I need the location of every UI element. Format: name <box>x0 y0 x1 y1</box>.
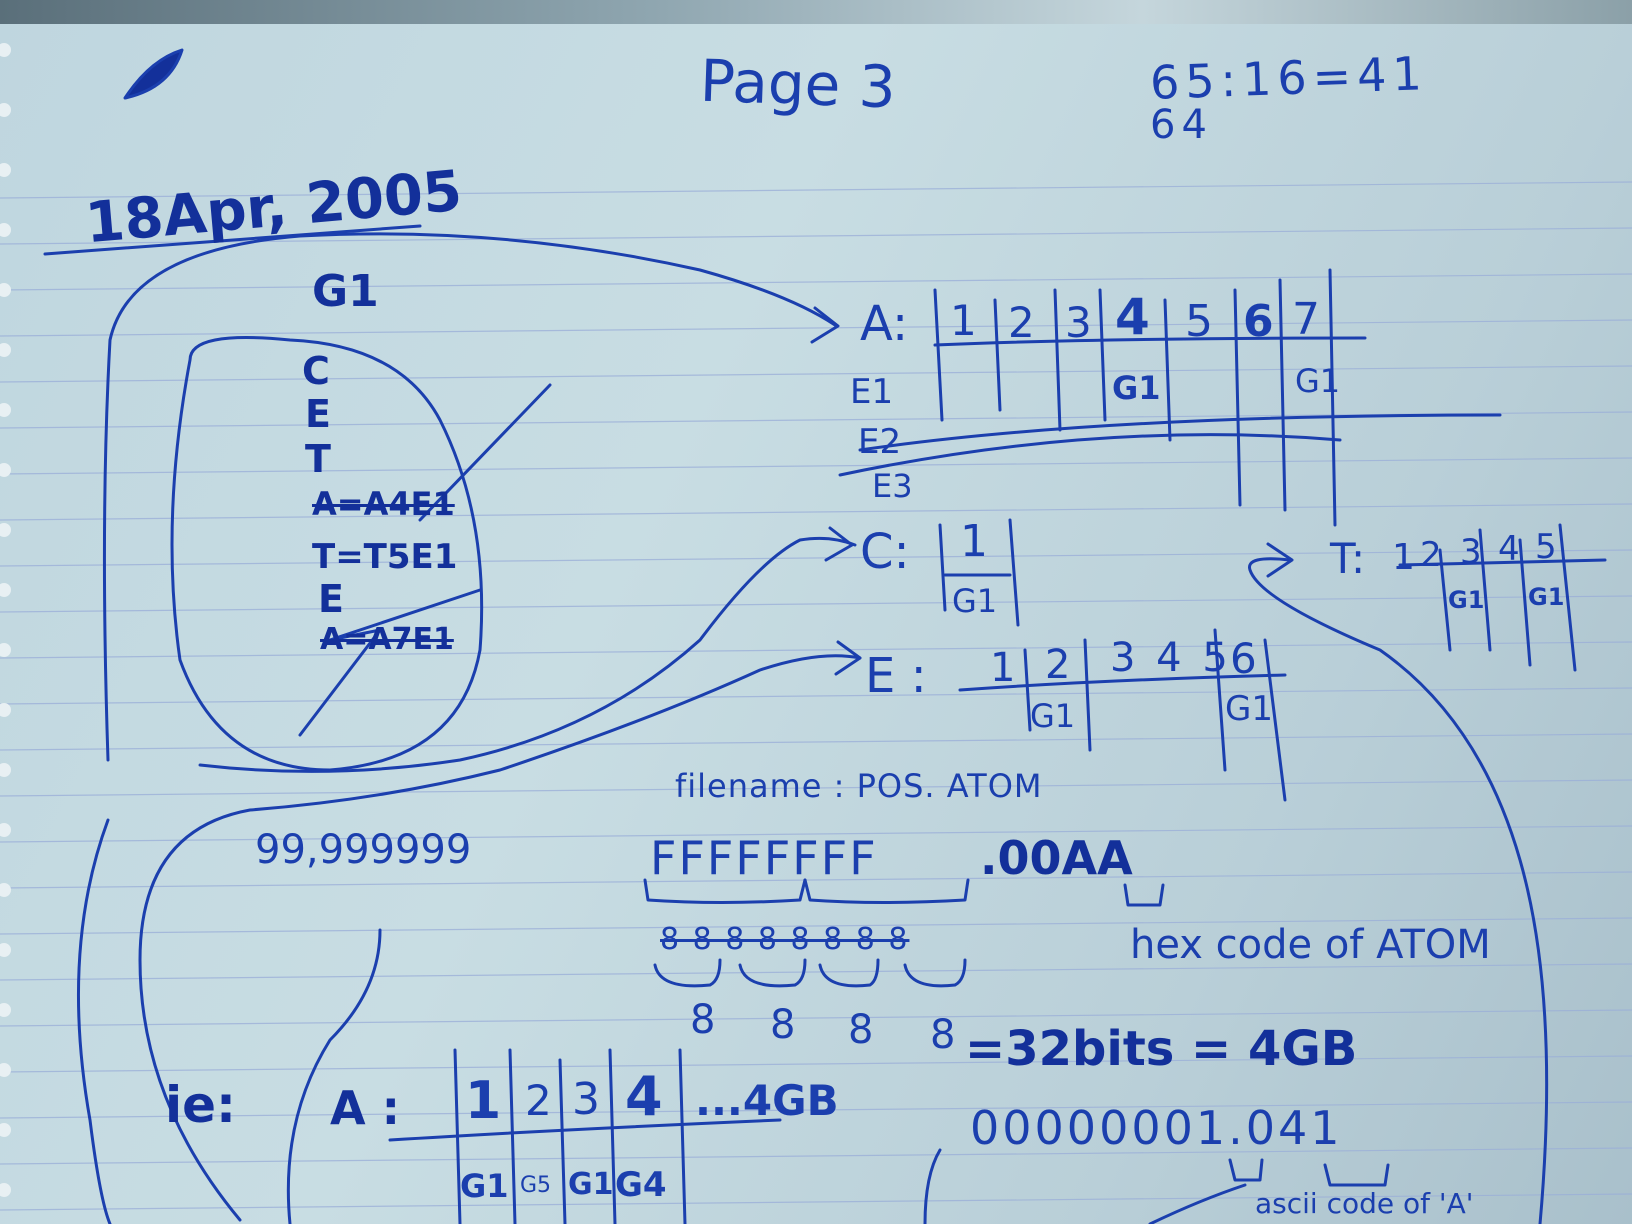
index-c-pos-1: 1 <box>960 516 988 567</box>
index-t-pos-3: 3 <box>1460 532 1482 572</box>
group-letter-1: C <box>302 349 330 393</box>
index-a-mark-2: G1 <box>1295 362 1341 400</box>
filename-bits-3: 8 <box>848 1007 874 1053</box>
index-a-row-e2: E2 <box>858 422 902 462</box>
index-a-mark-1: G1 <box>1112 369 1161 407</box>
group-letter-7: A=A7E1 <box>320 622 454 657</box>
index-a-pos-1: 1 <box>950 296 977 345</box>
index-c-mark: G1 <box>952 582 998 620</box>
index-a-pos-2: 2 <box>1008 298 1035 347</box>
index-a-pos-6: 6 <box>1243 296 1274 347</box>
index-e-mark-1: G1 <box>1030 697 1076 735</box>
example-mark-4: G4 <box>615 1165 667 1205</box>
example-pos-more: ...4GB <box>695 1076 839 1125</box>
filename-note: hex code of ATOM <box>1130 922 1491 968</box>
filename-bits-2: 8 <box>770 1002 796 1048</box>
example-label: A : <box>330 1081 401 1135</box>
group-letter-2: E <box>305 392 331 436</box>
index-c-label: C: <box>860 524 910 580</box>
example-pos-4: 4 <box>625 1065 663 1128</box>
group-letter-4: A=A4E1 <box>312 485 455 523</box>
group-name: G1 <box>312 266 379 317</box>
index-a-pos-7: 7 <box>1292 294 1320 345</box>
index-a-pos-5: 5 <box>1185 296 1213 347</box>
index-e-pos-1: 1 <box>990 645 1016 691</box>
calc-line-1: 65:16=41 <box>1149 46 1429 110</box>
group-letter-5: T=T5E1 <box>312 537 458 577</box>
index-a-row-e1: E1 <box>850 372 894 412</box>
index-a-label: A: <box>860 296 909 352</box>
group-letter-6: E <box>318 577 344 621</box>
example-mark-1: G1 <box>460 1167 509 1205</box>
filename-bits-struck: 8 8 8 8 8 8 8 8 <box>660 922 910 957</box>
index-a-pos-4: 4 <box>1115 288 1150 346</box>
index-t-pos-5: 5 <box>1535 527 1557 567</box>
index-e-mark-2: G1 <box>1225 689 1273 729</box>
binding-holes <box>0 43 11 1197</box>
index-e-label: E : <box>865 648 927 704</box>
background-strip <box>0 0 1632 24</box>
example-pos-1: 1 <box>465 1071 502 1131</box>
index-a-row-e3: E3 <box>872 467 913 505</box>
calc-line-2: 64 <box>1150 102 1213 148</box>
example-binary: 00000001.041 <box>970 1101 1343 1155</box>
filename-hex-atom: .00AA <box>980 831 1133 885</box>
page-label: Page 3 <box>698 46 897 122</box>
group-letter-3: T <box>305 437 331 481</box>
example-mark-3: G1 <box>568 1167 614 1202</box>
index-t-mark-2: G1 <box>1528 583 1565 611</box>
index-e-pos-2: 2 <box>1045 642 1071 688</box>
filename-bits-1: 8 <box>690 997 716 1043</box>
example-pos-2: 2 <box>525 1076 552 1125</box>
index-a-pos-3: 3 <box>1065 298 1092 347</box>
index-t-label: T: <box>1330 534 1366 583</box>
index-e-pos-6: 6 <box>1230 634 1257 683</box>
example-prefix: ie: <box>165 1076 237 1134</box>
index-t-prefix: 1 <box>1392 537 1415 578</box>
filename-label: filename : POS. ATOM <box>675 767 1043 805</box>
example-mark-2: G5 <box>520 1173 552 1198</box>
example-pos-3: 3 <box>572 1074 600 1125</box>
filename-hex-positions: FFFFFFFF <box>650 831 878 885</box>
example-note: ascii code of 'A' <box>1255 1187 1474 1220</box>
index-t-mark-1: G1 <box>1448 586 1485 614</box>
index-e-pos-345: 3 4 5 <box>1110 635 1232 681</box>
big-number: 99,999999 <box>255 827 472 873</box>
index-t-pos-2: 2 <box>1420 535 1442 575</box>
filename-total: =32bits = 4GB <box>965 1021 1358 1077</box>
filename-bits-4: 8 <box>930 1012 956 1058</box>
index-t-pos-4: 4 <box>1498 529 1520 569</box>
doodle-icon <box>123 48 184 100</box>
